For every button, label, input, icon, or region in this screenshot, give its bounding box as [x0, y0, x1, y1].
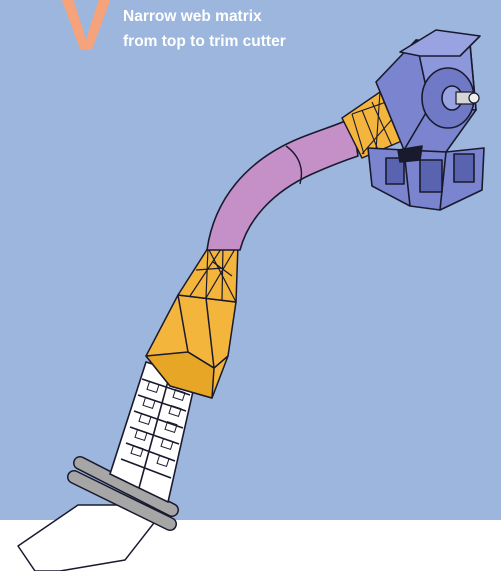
matrix-tube-icon [207, 118, 358, 250]
